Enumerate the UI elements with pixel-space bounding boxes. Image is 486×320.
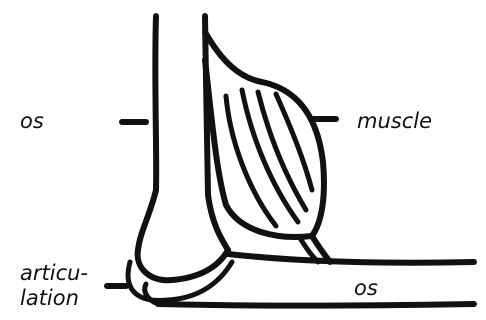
label-os-left: os: [20, 108, 44, 134]
label-os-bottom: os: [354, 275, 378, 301]
upper-bone-left-edge: [138, 16, 156, 250]
bone-head: [138, 250, 228, 280]
label-articulation: articu- lation: [20, 261, 88, 311]
muscle-fibre-2: [242, 90, 298, 222]
lower-bone-bottom-edge: [158, 304, 474, 306]
muscle-fibre-1: [226, 96, 276, 226]
label-articulation-line2: lation: [20, 286, 88, 311]
label-muscle: muscle: [357, 108, 432, 134]
label-articulation-line1: articu-: [20, 261, 88, 286]
lower-bone-top-edge: [228, 254, 474, 263]
